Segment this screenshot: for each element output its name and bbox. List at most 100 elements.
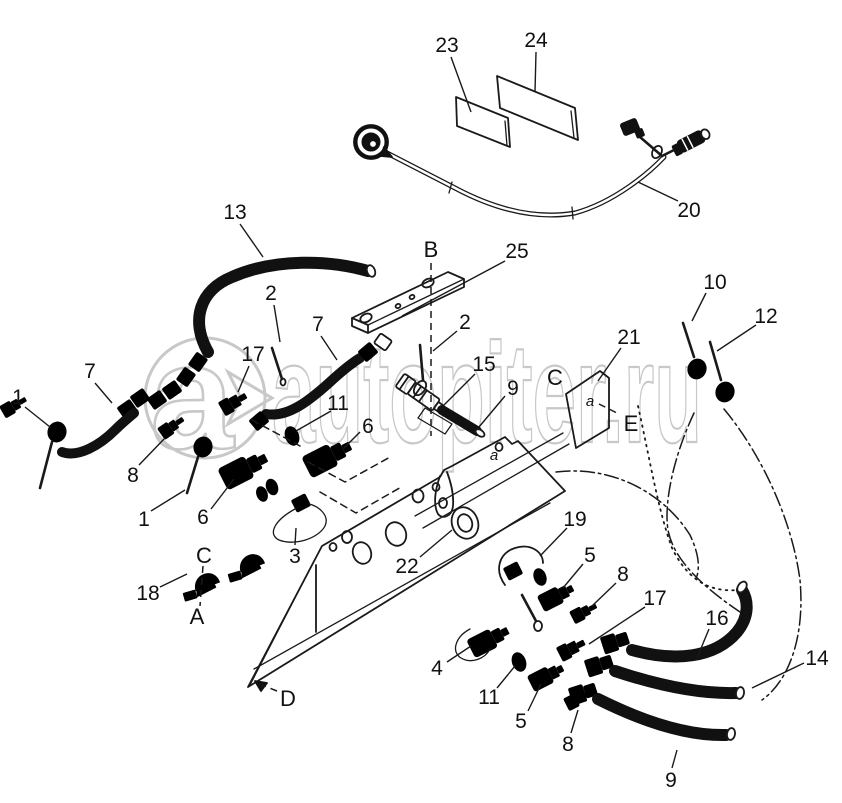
leader-p19 [539, 527, 568, 557]
callout-p11a: 11 [327, 392, 349, 415]
callout-p5b: 5 [515, 710, 527, 733]
hose-7-middle [248, 332, 393, 432]
leader-p14 [751, 662, 805, 689]
callout-p7b: 7 [312, 313, 324, 336]
leader-p4 [446, 645, 472, 663]
leader-p9a [478, 395, 506, 428]
callout-p23: 23 [435, 34, 458, 57]
watermark-logo-arrow-icon [224, 368, 275, 428]
leader-p6b [343, 431, 361, 449]
callout-p25: 25 [505, 240, 528, 263]
callout-p18: 18 [136, 582, 159, 605]
leader-p24 [534, 51, 537, 93]
callout-p24: 24 [524, 29, 548, 52]
alignment-dashes [251, 419, 404, 514]
leader-p11b [496, 665, 516, 689]
callout-p1a: 1 [12, 386, 24, 409]
callout-rA: A [190, 604, 205, 629]
leader-p17b [588, 606, 646, 645]
callout-leader-lines [24, 51, 805, 769]
callout-p14: 14 [805, 647, 829, 670]
leader-p1a [24, 406, 51, 428]
callout-p13: 13 [223, 201, 246, 224]
coupler-4-with-bail [454, 621, 513, 662]
hose-9 [567, 680, 736, 742]
callout-p2b: 2 [459, 311, 471, 334]
callout-p3: 3 [289, 545, 301, 568]
leader-p5b [527, 683, 542, 712]
leader-p5a [562, 563, 584, 589]
callout-p5a: 5 [584, 544, 596, 567]
leader-p7b [320, 335, 338, 361]
leader-p2a [273, 304, 281, 343]
pin-12 [708, 340, 738, 406]
callout-p7a: 7 [84, 360, 96, 383]
callout-rC1: C [547, 365, 563, 390]
valve-15 [395, 343, 486, 438]
pin-10 [681, 321, 710, 383]
callout-p8c: 8 [562, 733, 574, 756]
leader-p8c [570, 709, 579, 734]
axis-C-A [199, 565, 204, 607]
clip-pin [520, 593, 543, 632]
pin-2-left [270, 346, 287, 387]
callout-p2a: 2 [265, 282, 277, 305]
bracket-25 [351, 271, 465, 334]
cable-20 [353, 118, 711, 220]
callout-rD: D [280, 686, 296, 711]
grommet-22 [450, 506, 480, 540]
callout-mark-a1: a [586, 393, 594, 410]
leader-p23 [450, 56, 472, 113]
decal-23 [455, 96, 511, 148]
hose-14 [583, 652, 745, 700]
leader-p6a [210, 478, 235, 510]
callout-p4: 4 [431, 657, 443, 680]
callout-p11b: 11 [478, 686, 500, 709]
cap-3-with-lanyard [263, 476, 327, 543]
leader-p18 [159, 573, 188, 588]
leader-p8a [138, 437, 166, 466]
callout-p9b: 9 [665, 769, 677, 792]
leader-p7a [94, 382, 113, 404]
leader-p11a [295, 410, 332, 432]
leader-p16 [696, 628, 710, 659]
leader-p25 [401, 260, 506, 317]
callout-rC2: C [196, 543, 212, 568]
leader-p3 [294, 527, 297, 546]
callout-p15: 15 [472, 353, 495, 376]
datum-a-E [598, 403, 618, 414]
leader-p17a [237, 365, 250, 393]
knob-icon [353, 124, 393, 160]
callout-rE: E [624, 411, 639, 436]
callout-p19: 19 [563, 508, 586, 531]
leader-p10 [691, 292, 707, 322]
cap-holder-19 [498, 545, 549, 588]
leader-p15 [443, 373, 476, 406]
callout-p6b: 6 [362, 415, 374, 438]
fitting-5-lower [526, 659, 567, 693]
callout-p20: 20 [677, 199, 700, 222]
callout-mark-a2: a [490, 447, 498, 464]
hose-13 [175, 256, 377, 388]
leader-p8b [591, 582, 617, 607]
callout-p10: 10 [703, 271, 726, 294]
leader-p20 [637, 181, 679, 202]
leader-p21 [597, 347, 622, 382]
callout-p8b: 8 [617, 563, 629, 586]
plate-22 [247, 436, 566, 692]
hose-16 [599, 580, 753, 663]
leader-p2b [432, 330, 458, 352]
connector-cylinder-icon [671, 128, 711, 156]
callout-p17a: 17 [241, 343, 264, 366]
callout-p8a: 8 [127, 464, 139, 487]
leader-p12 [716, 324, 757, 352]
pin-1-right [185, 434, 215, 495]
leader-p22 [419, 529, 453, 558]
callout-p9a: 9 [507, 377, 519, 400]
construction-lines [199, 263, 618, 692]
fitting-17-lower [555, 635, 588, 663]
leader-p9b [671, 749, 678, 769]
